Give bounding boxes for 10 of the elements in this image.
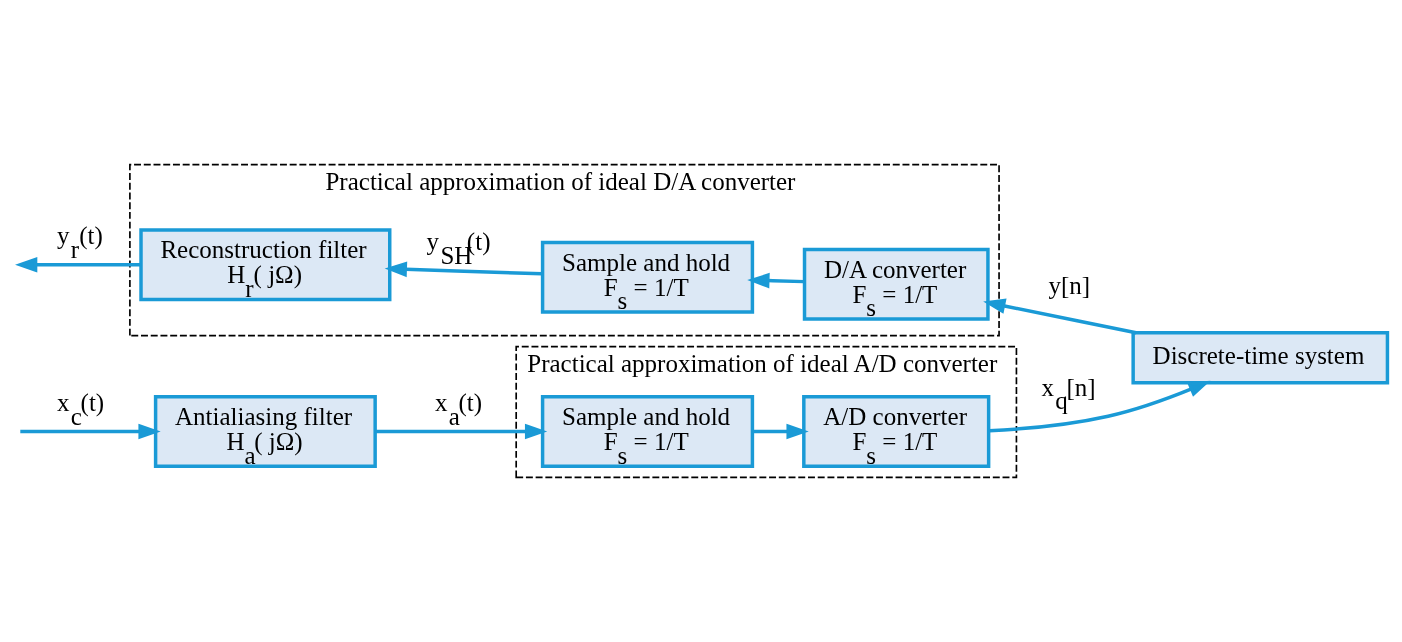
arrow <box>747 272 805 289</box>
edge-label: y[n] <box>1048 272 1091 300</box>
arrow <box>375 423 548 440</box>
arrow <box>20 423 161 440</box>
arrow <box>983 298 1137 335</box>
arrow <box>989 380 1211 433</box>
node-box: Discrete-time system <box>1131 331 1390 385</box>
arrow <box>752 423 809 440</box>
arrow <box>384 261 543 278</box>
arrow <box>15 256 141 273</box>
